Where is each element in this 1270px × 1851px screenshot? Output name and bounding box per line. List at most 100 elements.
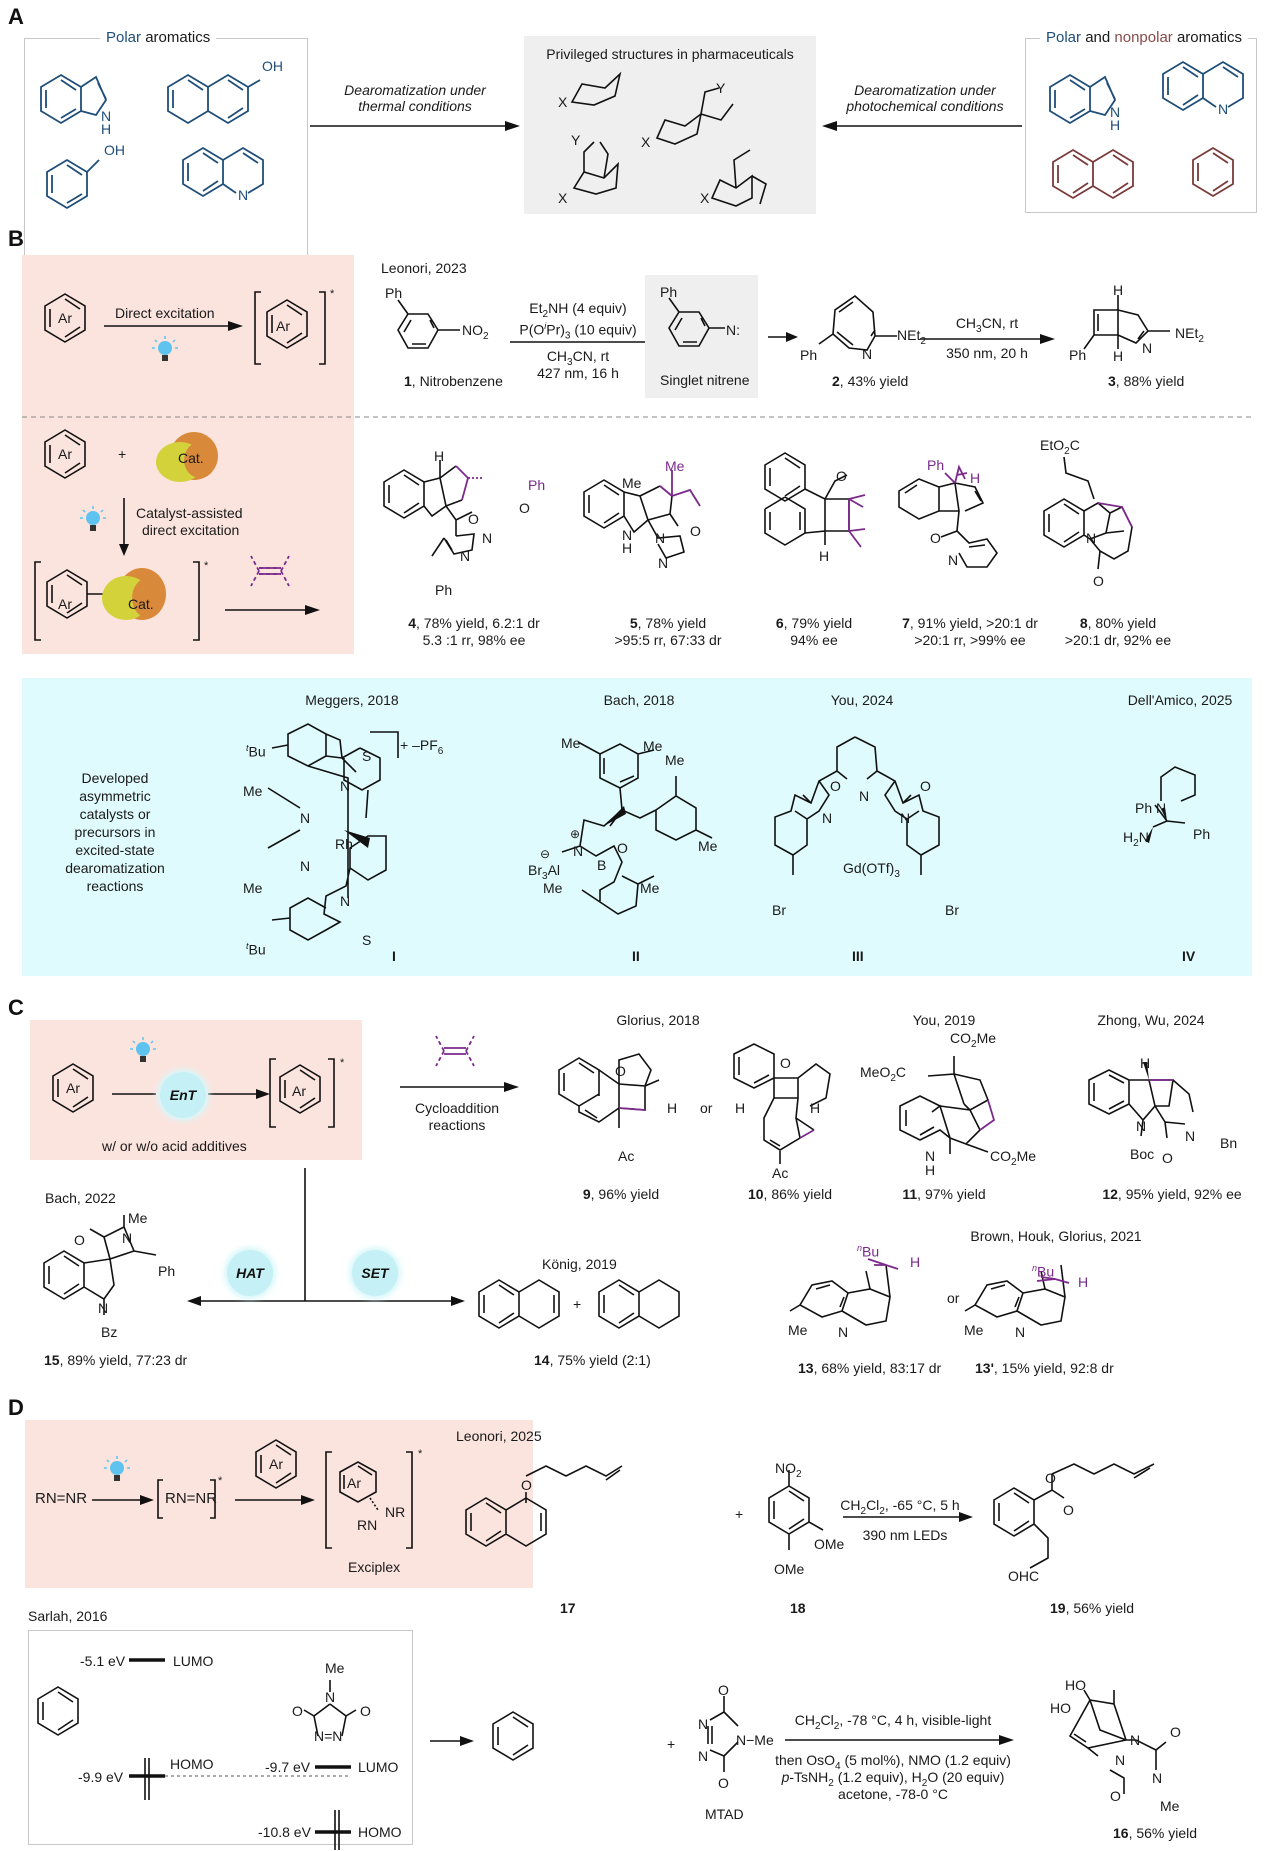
azo-star: *	[218, 1475, 223, 1487]
ref-leonori-2025: Leonori, 2025	[456, 1428, 542, 1444]
catalyst-3-structure	[774, 736, 940, 875]
cat1-n-bottom: N	[340, 893, 351, 909]
cond2-line2: 350 nm, 20 h	[946, 345, 1028, 361]
p5-nh: N	[622, 527, 633, 543]
reaction-arrow-3	[920, 334, 1055, 344]
cat2-me-2: Me	[643, 738, 663, 754]
cat2-minus: ⊖	[540, 847, 551, 861]
cat1-id: I	[392, 948, 396, 964]
cat3-n-pyridine: N	[859, 788, 870, 804]
cat4-ph-1: Ph	[1135, 800, 1153, 816]
p15-ph: Ph	[158, 1263, 176, 1279]
lightbulb-icon-4	[104, 1456, 130, 1481]
p12-bn: Bn	[1220, 1135, 1238, 1151]
p10-caption: 10, 86% yield	[747, 1186, 833, 1202]
compound-3-label: 3, 88% yield	[1108, 373, 1185, 389]
ar-label-c2: Ar	[292, 1083, 306, 1099]
p15-caption: 15, 89% yield, 77:23 dr	[44, 1352, 188, 1368]
r17-label: 17	[560, 1600, 576, 1616]
mtad-lumo-energy: -9.7 eV	[265, 1759, 311, 1775]
p4-o-ring: O	[468, 511, 479, 527]
spiro-scaffold	[655, 87, 734, 145]
indole-structure	[40, 73, 108, 125]
bicyclic-scaffold	[710, 149, 767, 207]
product-8-structure	[1043, 456, 1133, 570]
cat1-n-top: N	[340, 778, 351, 794]
p11-co2me-top: CO2Me	[950, 1030, 997, 1050]
plus-sign-d2: +	[667, 1736, 676, 1752]
ent-cycle-icon: EnT	[160, 1072, 206, 1118]
p6-h: H	[819, 548, 830, 564]
indole-h-2: H	[1110, 117, 1121, 133]
p12-caption: 12, 95% yield, 92% ee	[1102, 1186, 1242, 1202]
section-c-label: C	[8, 995, 24, 1020]
ref-konig-2019: König, 2019	[542, 1256, 617, 1272]
p16-ho-2: HO	[1050, 1700, 1071, 1716]
p15-n-bottom: N	[98, 1300, 109, 1316]
mo-levels	[129, 1658, 351, 1850]
cat1-rh: Rh	[335, 836, 353, 852]
p16-n-3: N	[1152, 1770, 1163, 1786]
photochemical-arrow	[822, 121, 1022, 131]
p13-caption: 13, 68% yield, 83:17 dr	[798, 1360, 942, 1376]
p16-o-2: O	[1110, 1788, 1121, 1804]
product-6-structure	[764, 452, 866, 548]
ar-label-d2: Ar	[347, 1475, 361, 1491]
azo-arrow-1	[92, 1495, 154, 1505]
cat2-b: B	[597, 857, 607, 873]
p5-o: O	[690, 523, 701, 539]
section-a-label: A	[8, 4, 24, 29]
azo-reactant: RN=NR	[35, 1490, 88, 1507]
p11-caption: 11, 97% yield	[902, 1186, 986, 1202]
cat1-n-mecn-1: N	[300, 810, 311, 826]
singlet-nitrene-box	[645, 275, 758, 398]
nonpolar-word: nonpolar	[1114, 29, 1173, 46]
mtad-label: MTAD	[705, 1806, 744, 1822]
leonori-cond-1: CH2Cl2, -65 °C, 5 h	[840, 1497, 960, 1517]
catalyst-down-arrow	[119, 498, 129, 556]
azabicycle-scaffold	[572, 141, 619, 195]
polar-nonpolar-title: Polar and nonpolar aromatics	[1040, 30, 1248, 46]
p19-o-carbonyl: O	[1063, 1502, 1074, 1518]
lightbulb-icon-3	[130, 1037, 156, 1062]
cat3-id: III	[852, 948, 864, 964]
product-15-structure	[43, 1215, 157, 1315]
p12-boc: Boc	[1130, 1146, 1155, 1162]
indole-n: N	[101, 108, 112, 124]
exciplex-rn: RN	[357, 1517, 378, 1533]
ar-label-3: Ar	[58, 446, 72, 462]
polar-aromatics-title: Polar aromatics	[100, 30, 217, 46]
ref-zhong-wu-2024: Zhong, Wu, 2024	[1097, 1012, 1205, 1028]
product-3-h-bottom: H	[1113, 348, 1124, 364]
product-9-structure	[558, 1053, 660, 1128]
photo-label-1: Dearomatization under	[854, 82, 996, 98]
cat1-ref: Meggers, 2018	[305, 692, 399, 708]
lightbulb-icon	[152, 336, 178, 361]
sarlah-cond-3: p-TsNH2 (1.2 equiv), H2O (20 equiv)	[781, 1769, 1005, 1789]
alkene-partner-icon	[250, 555, 290, 587]
catalyst-icon-1	[156, 432, 218, 482]
azepine-ph: Ph	[800, 347, 818, 363]
compound-1-label: 1, Nitrobenzene	[404, 373, 503, 389]
hat-cycle-icon: HAT	[227, 1250, 273, 1296]
nitrene-structure	[668, 297, 725, 347]
p19-ohc: OHC	[1008, 1568, 1040, 1584]
or-word-c2: or	[947, 1290, 960, 1306]
nitrobenzene-ph: Ph	[385, 285, 403, 301]
leonori-arrow	[843, 1512, 973, 1522]
thermal-label-1: Dearomatization under	[344, 82, 486, 98]
benz-homo-label: HOMO	[170, 1756, 214, 1772]
cat2-me-1: Me	[561, 735, 581, 751]
cat1-s-bottom: S	[362, 932, 372, 948]
p16-ho-1: HO	[1065, 1677, 1086, 1693]
cat-label-1: Cat.	[178, 450, 204, 466]
p13-me: Me	[788, 1322, 808, 1338]
ar-ring-c1	[52, 1063, 94, 1113]
catalysts-box	[22, 678, 1252, 976]
cat4-ref: Dell'Amico, 2025	[1127, 692, 1233, 708]
sarlah-cond-4: acetone, -78-0 °C	[838, 1786, 948, 1802]
ref-sarlah-2016: Sarlah, 2016	[28, 1608, 108, 1624]
p16-me: Me	[1160, 1798, 1180, 1814]
excited-bracket-c	[269, 1058, 335, 1128]
p4-n2: N	[460, 548, 471, 564]
